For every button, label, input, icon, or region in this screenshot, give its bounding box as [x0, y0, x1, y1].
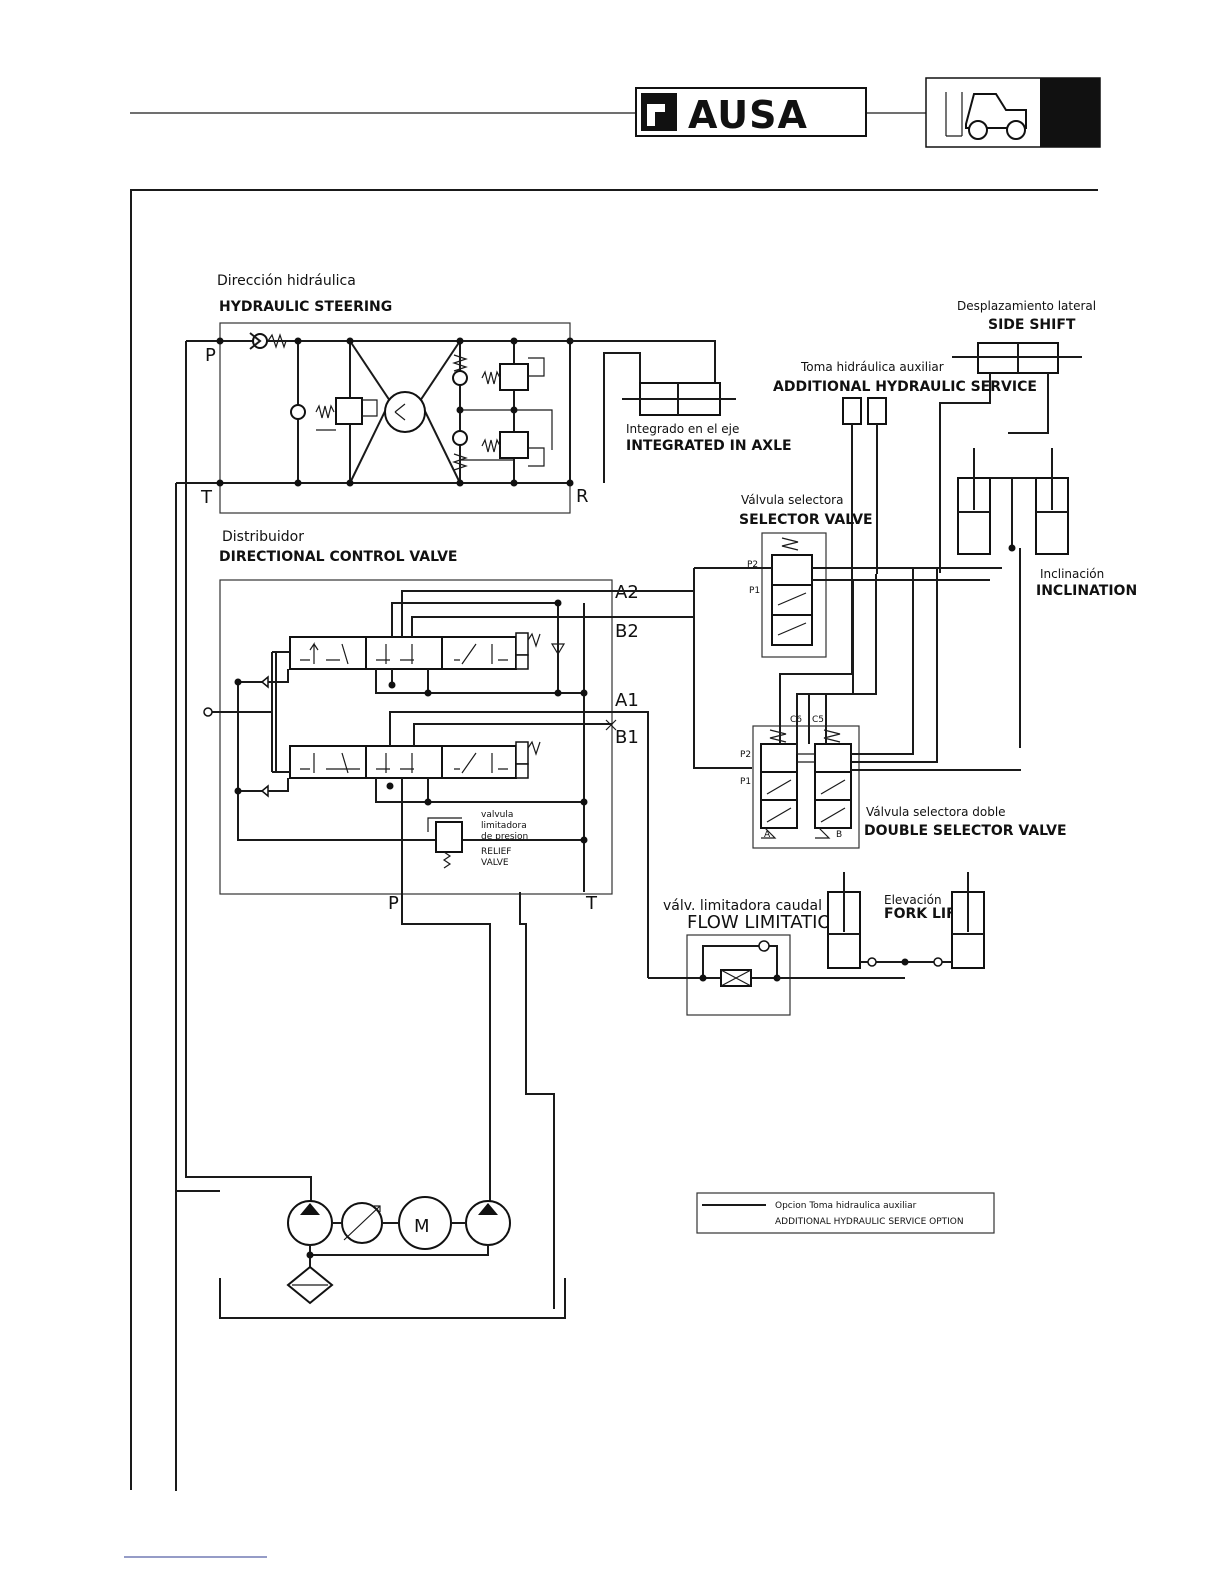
relief-label-en-1: RELIEF [481, 847, 511, 857]
relief-label-es-3: de presion [481, 832, 528, 842]
fork-lift-cylinders [827, 872, 985, 969]
relief-label-es-1: valvula [481, 810, 513, 820]
double-port-p1: P1 [740, 777, 751, 787]
selector-valve [693, 532, 1002, 769]
dcv-port-t: T [585, 893, 598, 914]
legend-box [696, 1192, 995, 1234]
double-port-c5: C5 [812, 715, 824, 725]
brand-text: AUSA [688, 93, 808, 137]
dcv-port-b2: B2 [615, 621, 639, 642]
double-solenoid-a: A [764, 830, 771, 840]
double-selector-label-es: Válvula selectora doble [866, 805, 1006, 819]
inclination-label-es: Inclinación [1040, 567, 1104, 581]
relief-label-en-2: VALVE [481, 858, 509, 868]
steering-title-es: Dirección hidráulica [217, 273, 356, 289]
axle-label-es: Integrado en el eje [626, 422, 739, 436]
selector-label-es: Válvula selectora [741, 493, 843, 507]
double-selector-label-en: DOUBLE SELECTOR VALVE [864, 823, 1067, 839]
steering-circuit [175, 332, 574, 1491]
axle-cylinder [570, 340, 736, 483]
selector-port-p1: P1 [749, 586, 760, 596]
side-shift-label-es: Desplazamiento lateral [957, 299, 1096, 313]
flow-label-en: FLOW LIMITATION [687, 912, 845, 933]
aux-service-label-en: ADDITIONAL HYDRAULIC SERVICE [773, 379, 1037, 395]
double-port-p2: P2 [740, 750, 751, 760]
inclination-label-en: INCLINATION [1036, 583, 1137, 599]
dcv-port-b1: B1 [615, 727, 639, 748]
side-shift-cylinder [939, 342, 1082, 573]
dcv-title-en: DIRECTIONAL CONTROL VALVE [219, 549, 458, 565]
dcv-box [219, 579, 613, 895]
aux-couplings [842, 397, 887, 574]
fork-lift-label-en: FORK LIFT [884, 906, 966, 922]
dcv-piping [203, 590, 694, 978]
dcv-port-a1: A1 [615, 690, 639, 711]
legend-line-2: ADDITIONAL HYDRAULIC SERVICE OPTION [775, 1217, 964, 1227]
aux-service-label-es: Toma hidráulica auxiliar [800, 360, 944, 374]
steering-port-r: R [576, 486, 589, 507]
flow-limiter-valve [648, 934, 905, 1016]
double-selector-valve [752, 568, 1021, 849]
axle-label-en: INTEGRATED IN AXLE [626, 438, 792, 454]
steering-port-p: P [205, 345, 216, 366]
dcv-title-es: Distribuidor [222, 529, 304, 545]
relief-valve-symbol [427, 817, 463, 869]
relief-label-es-2: limitadora [481, 821, 527, 831]
steering-title-en: HYDRAULIC STEERING [219, 299, 392, 315]
tank [219, 1278, 566, 1319]
double-solenoid-b: B [836, 830, 842, 840]
dcv-port-p: P [388, 893, 399, 914]
steering-port-t: T [200, 487, 213, 508]
motor-label: M [414, 1216, 430, 1237]
forklift-logo [925, 77, 1101, 148]
legend-line-1: Opcion Toma hidraulica auxiliar [775, 1201, 917, 1211]
dcv-spools [289, 632, 541, 779]
double-port-c6: C6 [790, 715, 802, 725]
ausa-logo: AUSA [635, 87, 867, 137]
selector-label-en: SELECTOR VALVE [739, 512, 873, 528]
fork-lift-label-es: Elevación [884, 893, 942, 907]
pump-group: M [286, 892, 555, 1309]
side-shift-label-en: SIDE SHIFT [988, 317, 1076, 333]
selector-port-p2: P2 [747, 560, 758, 570]
inclination-cylinders [957, 448, 1069, 748]
dcv-port-a2: A2 [615, 582, 639, 603]
flow-label-es: válv. limitadora caudal [663, 898, 822, 914]
